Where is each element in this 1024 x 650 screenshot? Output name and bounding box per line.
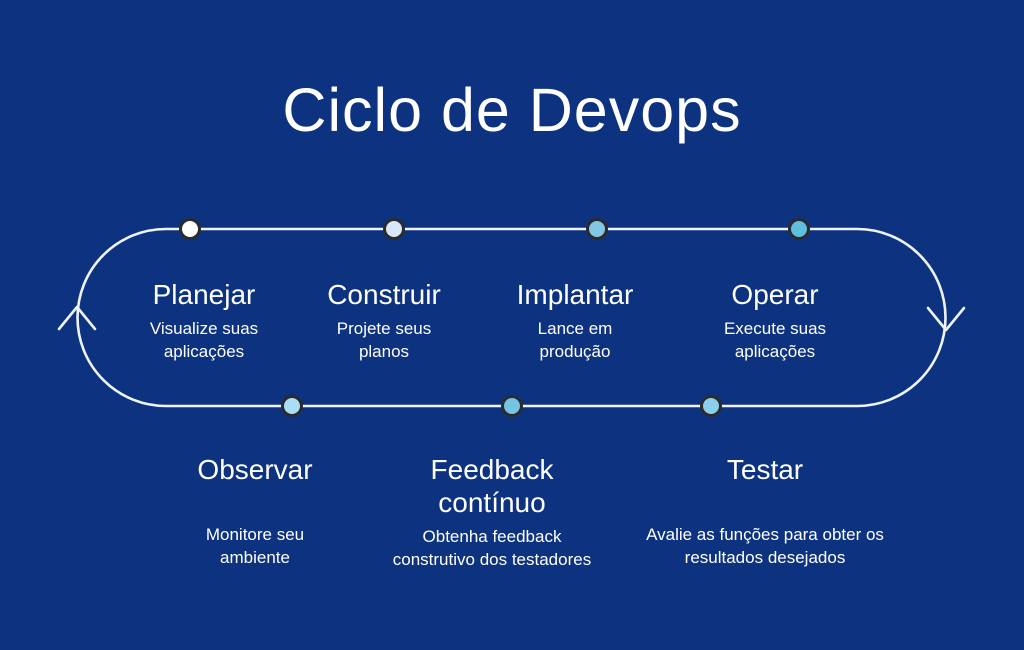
planejar-dot bbox=[179, 218, 201, 240]
operar-dot bbox=[788, 218, 810, 240]
stage-description: Projete seus planos bbox=[336, 319, 432, 361]
feedback-dot bbox=[501, 395, 523, 417]
arrow-up-icon bbox=[57, 305, 97, 331]
stage-title: Observar bbox=[197, 454, 313, 485]
stage-description: Obtenha feedback construtivo dos testado… bbox=[392, 527, 592, 569]
stage-observar: Observar Monitore seu ambiente bbox=[185, 453, 325, 569]
stage-title: Implantar bbox=[516, 279, 634, 310]
stage-title: Planejar bbox=[152, 279, 256, 310]
stage-description: Visualize suas aplicações bbox=[149, 319, 259, 361]
stage-description: Lance em produção bbox=[537, 319, 613, 361]
stage-title: Testar bbox=[726, 454, 804, 485]
stage-feedback-continuo: Feedback contínuo Obtenha feedback const… bbox=[380, 453, 605, 571]
stage-description: Avalie as funções para obter os resultad… bbox=[646, 525, 884, 567]
stage-description: Execute suas aplicações bbox=[723, 319, 827, 361]
stage-implantar: Implantar Lance em produção bbox=[517, 278, 634, 363]
implantar-dot bbox=[586, 218, 608, 240]
arrow-down-icon bbox=[926, 306, 966, 332]
stage-title: Construir bbox=[327, 279, 441, 310]
stage-title: Feedback contínuo bbox=[430, 454, 554, 518]
construir-dot bbox=[383, 218, 405, 240]
stage-testar: Testar Avalie as funções para obter os r… bbox=[640, 453, 890, 569]
loop-path bbox=[76, 227, 947, 408]
stage-construir: Construir Projete seus planos bbox=[319, 278, 449, 363]
page-title: Ciclo de Devops bbox=[282, 76, 742, 144]
observar-dot bbox=[281, 395, 303, 417]
stage-operar: Operar Execute suas aplicações bbox=[700, 278, 850, 363]
stage-description: Monitore seu ambiente bbox=[205, 525, 305, 567]
stage-planejar: Planejar Visualize suas aplicações bbox=[124, 278, 284, 363]
stage-title: Operar bbox=[731, 279, 819, 310]
testar-dot bbox=[700, 395, 722, 417]
